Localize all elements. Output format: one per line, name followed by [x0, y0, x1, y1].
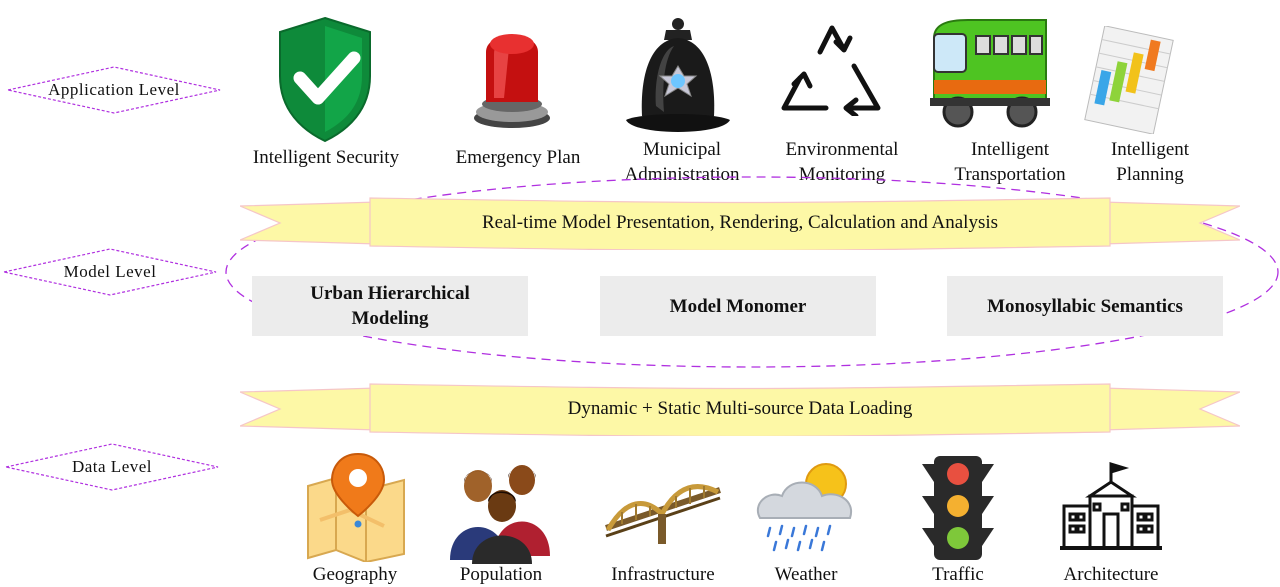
siren-icon	[470, 24, 554, 130]
app-label-emergency-plan: Emergency Plan	[455, 147, 581, 168]
data-label-architecture: Architecture	[1063, 564, 1159, 585]
model-level-label: Model Level	[2, 247, 218, 297]
app-label-intelligent-planning: Intelligent Planning	[1110, 139, 1190, 185]
shield-check-icon	[270, 14, 380, 144]
data-label-infrastructure: Infrastructure	[611, 564, 715, 585]
train-icon	[928, 14, 1052, 132]
model-box-model-monomer: Model Monomer	[600, 276, 876, 336]
data-label-population: Population	[459, 564, 543, 585]
model-box-monosyllabic-semantics: Monosyllabic Semantics	[947, 276, 1223, 336]
data-label-geography: Geography	[312, 564, 398, 585]
police-helmet-icon	[622, 16, 734, 142]
data-level-label: Data Level	[4, 442, 220, 492]
weather-icon	[752, 456, 860, 558]
gantt-chart-icon	[1080, 25, 1178, 135]
building-icon	[1060, 461, 1162, 552]
data-banner-text: Dynamic + Static Multi-source Data Loadi…	[567, 398, 913, 419]
app-label-intelligent-transportation: Intelligent Transportation	[954, 139, 1066, 185]
data-label-traffic: Traffic	[932, 564, 984, 585]
people-icon	[446, 460, 550, 564]
model-banner-ribbon	[240, 197, 1240, 250]
application-level-label: Application Level	[6, 65, 222, 115]
map-pin-icon	[300, 450, 412, 564]
app-label-intelligent-security: Intelligent Security	[252, 147, 400, 168]
bridge-icon	[602, 470, 724, 550]
app-label-municipal-administration: Municipal Administration	[624, 139, 740, 185]
recycle-icon	[780, 20, 884, 119]
model-box-urban-hierarchical-modeling: Urban Hierarchical Modeling	[252, 276, 528, 336]
data-banner-ribbon	[240, 383, 1240, 436]
data-label-weather: Weather	[774, 564, 838, 585]
traffic-light-icon	[920, 454, 996, 562]
model-banner-text: Real-time Model Presentation, Rendering,…	[481, 212, 999, 233]
